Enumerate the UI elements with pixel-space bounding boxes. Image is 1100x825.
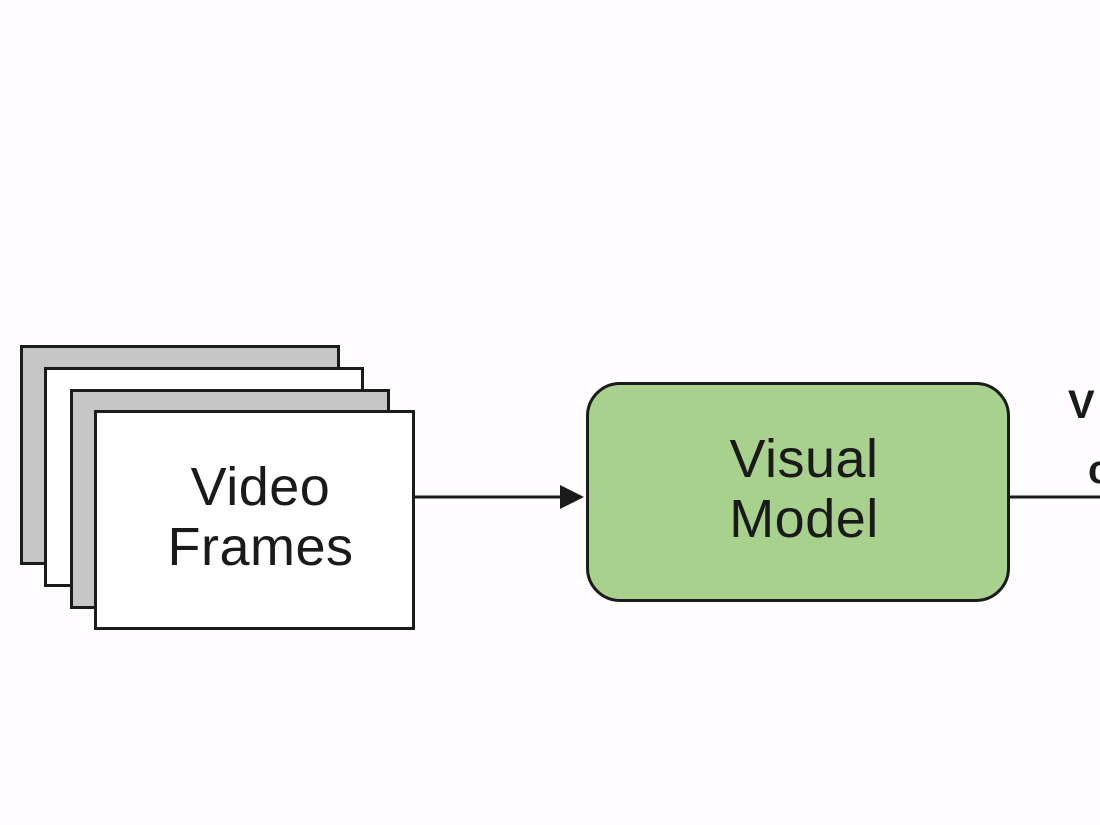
visual-model-label-line2: Model bbox=[729, 489, 879, 549]
cut-off-label-line2: c bbox=[1088, 448, 1100, 492]
cut-off-label-line1: V bbox=[1068, 383, 1095, 427]
visual-model-label: Visual Model bbox=[729, 429, 879, 550]
video-frames-node: Video Frames bbox=[94, 410, 415, 630]
video-frames-label: Video Frames bbox=[167, 457, 353, 578]
visual-model-node: Visual Model bbox=[586, 382, 1010, 602]
edge-frames-to-model-arrowhead bbox=[560, 485, 584, 509]
visual-model-label-line1: Visual bbox=[729, 428, 879, 489]
video-frames-label-line1: Video bbox=[190, 456, 331, 517]
video-frames-label-line2: Frames bbox=[167, 517, 354, 577]
